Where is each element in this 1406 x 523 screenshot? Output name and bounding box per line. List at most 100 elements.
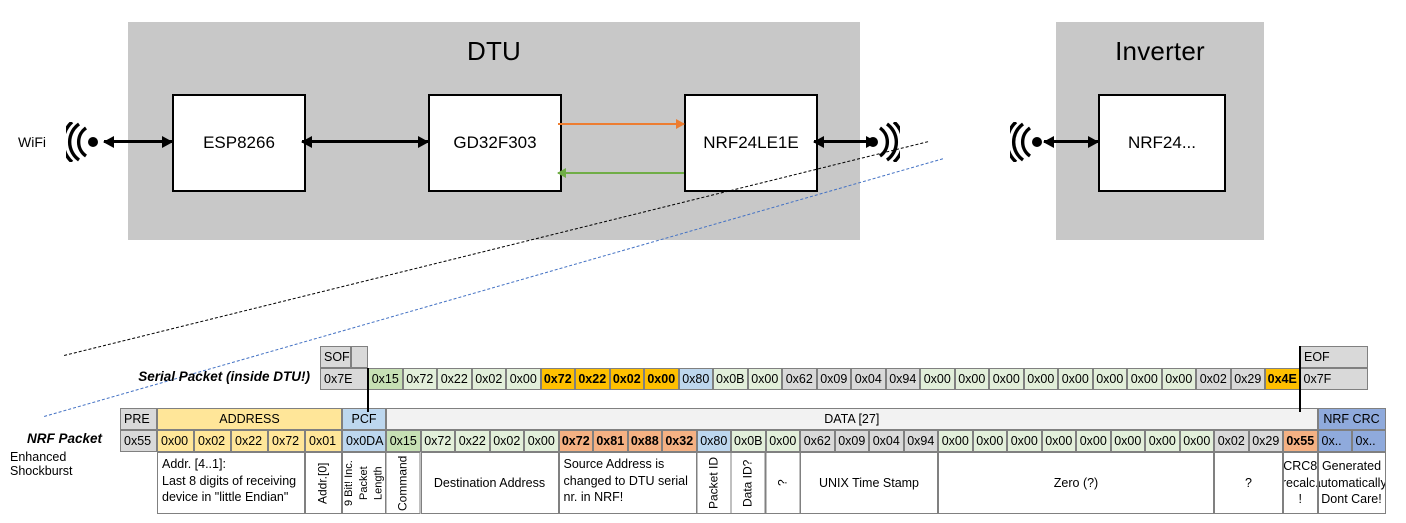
- nrf-desc-0: Addr. [4..1]:Last 8 digits of receiving …: [157, 452, 305, 514]
- nrf-header-address: ADDRESS: [157, 408, 342, 430]
- nrf-desc-spacer: [120, 452, 157, 514]
- arrow-wifi-esp: [104, 140, 172, 143]
- nrf-byte-9: 0x80: [696, 430, 731, 452]
- serial-byte-3: 0x02: [471, 368, 506, 390]
- serial-byte-12: 0x62: [782, 368, 817, 390]
- nrf-desc-5: Source Address is changed to DTU serial …: [558, 452, 697, 514]
- nrf-byte-2: 0x22: [455, 430, 490, 452]
- nrf-byte-15: 0x94: [903, 430, 938, 452]
- nrf-byte-0: 0x15: [386, 430, 421, 452]
- chip-nrf24le1e-label: NRF24LE1E: [703, 133, 799, 152]
- alignment-line-left: [367, 368, 369, 412]
- nrf-byte-19: 0x00: [1041, 430, 1076, 452]
- chip-nrf24le1e: NRF24LE1E: [684, 94, 818, 192]
- nrf-byte-21: 0x00: [1110, 430, 1145, 452]
- nrf-byte-6: 0x81: [593, 430, 628, 452]
- nrf-address-byte-0: 0x00: [157, 430, 194, 452]
- chip-nrf24-label: NRF24...: [1127, 133, 1197, 152]
- serial-header-row: SOF: [320, 346, 368, 368]
- nrf-desc-6: Packet ID: [696, 452, 731, 514]
- nrf-address-byte-2: 0x22: [231, 430, 268, 452]
- desc-line: Addr. [4..1]:: [162, 457, 226, 471]
- arrow-nrf-to-gd32: [558, 172, 684, 174]
- chip-esp8266-label: ESP8266: [203, 133, 275, 152]
- nrf-byte-17: 0x00: [972, 430, 1007, 452]
- serial-byte-20: 0x00: [1058, 368, 1093, 390]
- arrow-air-nrf24: [1044, 140, 1098, 143]
- serial-byte-7: 0x02: [609, 368, 644, 390]
- serial-byte-8: 0x00: [644, 368, 679, 390]
- nrf-address-byte-3: 0x72: [268, 430, 305, 452]
- nrf-byte-4: 0x00: [524, 430, 559, 452]
- nrf-desc-13: Generated automatically. Dont Care!: [1317, 452, 1386, 514]
- serial-byte-14: 0x04: [851, 368, 886, 390]
- dtu-title: DTU: [466, 36, 522, 66]
- nrf-byte-8: 0x32: [662, 430, 697, 452]
- chip-gd32f303-label: GD32F303: [453, 133, 537, 152]
- nrf-byte-18: 0x00: [1007, 430, 1042, 452]
- nrf-byte-12: 0x62: [800, 430, 835, 452]
- nrf-address-byte-4: 0x01: [305, 430, 342, 452]
- chip-gd32f303: GD32F303: [428, 94, 562, 192]
- nrf-crc-byte-0: 0x..: [1317, 430, 1352, 452]
- nrf-pre-value: 0x55: [120, 430, 157, 452]
- inverter-title: Inverter: [1115, 36, 1205, 66]
- nrf-desc-11: ?: [1214, 452, 1283, 514]
- nrf-desc-12: CRC8 recalc. !: [1283, 452, 1318, 514]
- nrf-byte-3: 0x02: [489, 430, 524, 452]
- inverter-radio-antenna-icon: [1010, 122, 1042, 162]
- nrf-desc-9: UNIX Time Stamp: [800, 452, 938, 514]
- wifi-label: WiFi: [18, 134, 46, 150]
- serial-byte-5: 0x72: [540, 368, 575, 390]
- serial-eof-header: EOF: [1300, 346, 1368, 368]
- nrf-desc-10: Zero (?): [938, 452, 1214, 514]
- serial-byte-10: 0x0B: [713, 368, 748, 390]
- nrf-byte-26: 0x55: [1283, 430, 1318, 452]
- serial-eof-header-row: EOF: [1300, 346, 1368, 368]
- nrf-address-byte-1: 0x02: [194, 430, 231, 452]
- nrf-byte-10: 0x0B: [731, 430, 766, 452]
- nrf-byte-22: 0x00: [1145, 430, 1180, 452]
- nrf-byte-20: 0x00: [1076, 430, 1111, 452]
- serial-byte-16: 0x00: [920, 368, 955, 390]
- nrf-desc-2: 9 Bit! Inc. Packet Length: [342, 452, 386, 514]
- serial-byte-0: 0x15: [368, 368, 403, 390]
- nrf-desc-7: Data ID?: [731, 452, 766, 514]
- serial-byte-6: 0x22: [575, 368, 610, 390]
- nrf-desc-1: Addr.[0]: [305, 452, 342, 514]
- serial-byte-18: 0x00: [989, 368, 1024, 390]
- serial-byte-19: 0x00: [1023, 368, 1058, 390]
- serial-byte-15: 0x94: [885, 368, 920, 390]
- serial-byte-13: 0x09: [816, 368, 851, 390]
- serial-byte-25: 0x29: [1230, 368, 1265, 390]
- nrf-byte-14: 0x04: [869, 430, 904, 452]
- serial-byte-26: 0x4E: [1265, 368, 1300, 390]
- nrf-byte-13: 0x09: [834, 430, 869, 452]
- arrow-esp-gd32: [302, 140, 428, 143]
- serial-sof-value: 0x7E: [320, 368, 368, 390]
- nrf-byte-11: 0x00: [765, 430, 800, 452]
- serial-byte-17: 0x00: [954, 368, 989, 390]
- serial-packet-label: Serial Packet (inside DTU!): [138, 369, 310, 384]
- nrf-byte-16: 0x00: [938, 430, 973, 452]
- nrf-header-pcf: PCF: [342, 408, 386, 430]
- serial-sof-header: SOF: [320, 346, 351, 368]
- nrf-description-row: Addr. [4..1]:Last 8 digits of receiving …: [120, 452, 1386, 514]
- serial-eof-value: 0x7F: [1299, 368, 1368, 390]
- nrf-pcf-value: 0x0DA: [342, 430, 386, 452]
- wifi-antenna-icon: [66, 122, 98, 162]
- nrf-desc-4: Destination Address: [420, 452, 559, 514]
- serial-byte-24: 0x02: [1196, 368, 1231, 390]
- serial-byte-9: 0x80: [678, 368, 713, 390]
- arrow-gd32-to-nrf: [558, 123, 684, 125]
- nrf-byte-23: 0x00: [1179, 430, 1214, 452]
- serial-byte-1: 0x72: [402, 368, 437, 390]
- nrf-crc-byte-1: 0x..: [1351, 430, 1386, 452]
- nrf-packet-label: NRF Packet: [26, 431, 102, 446]
- nrf-header-nrf-crc: NRF CRC: [1317, 408, 1386, 430]
- serial-byte-11: 0x00: [747, 368, 782, 390]
- nrf-header-data-: DATA [27]: [386, 408, 1318, 430]
- serial-byte-22: 0x00: [1127, 368, 1162, 390]
